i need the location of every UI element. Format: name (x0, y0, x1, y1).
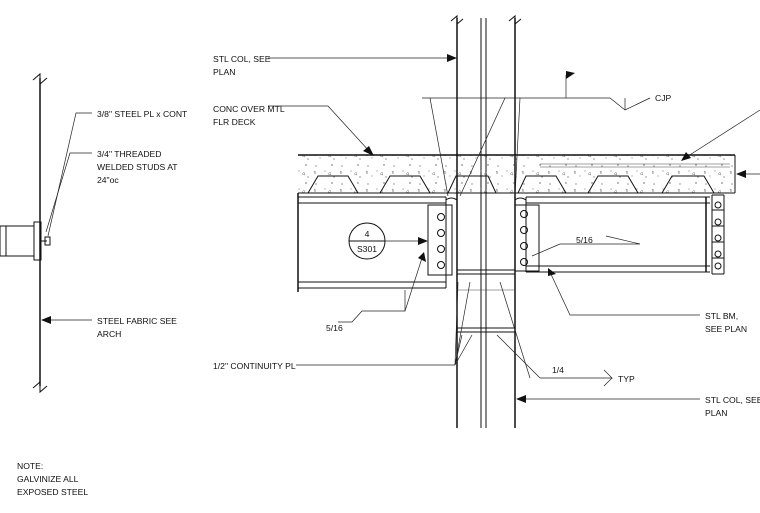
label-stl-col-bottom-1: STL COL, SEE (705, 395, 760, 405)
label-weld-14: 1/4 (552, 365, 564, 375)
label-studs-3: 24"oc (97, 175, 119, 185)
note-heading: NOTE: (17, 461, 43, 471)
label-studs-2: WELDED STUDS AT (97, 162, 178, 172)
wall-section (0, 72, 51, 394)
label-steel-fabric-2: ARCH (97, 329, 121, 339)
leader-lines (41, 54, 760, 403)
label-steel-pl: 3/8" STEEL PL x CONT (97, 109, 188, 119)
note-line-1: GALVINIZE ALL (17, 474, 79, 484)
concrete-slab (298, 154, 736, 194)
note-line-2: EXPOSED STEEL (17, 487, 88, 497)
steel-column (450, 14, 522, 428)
label-studs-1: 3/4" THREADED (97, 149, 162, 159)
continuity-plates (457, 269, 515, 333)
label-stl-col-top-2: PLAN (213, 67, 235, 77)
label-stl-col-top-1: STL COL, SEE (213, 54, 271, 64)
label-stl-col-bottom-2: PLAN (705, 408, 727, 418)
label-stl-bm-1: STL BM, (705, 311, 738, 321)
callout-sheet: S301 (357, 244, 377, 254)
shear-tab-right (514, 197, 540, 272)
label-typ: TYP (618, 374, 635, 384)
label-weld-516-left: 5/16 (326, 323, 343, 333)
label-stl-bm-2: SEE PLAN (705, 324, 747, 334)
label-steel-fabric-1: STEEL FABRIC SEE (97, 316, 177, 326)
steel-beam (297, 193, 725, 292)
callout-number: 4 (365, 229, 370, 239)
label-conc-deck-2: FLR DECK (213, 117, 256, 127)
label-conc-deck-1: CONC OVER MTL (213, 104, 285, 114)
shear-tab-left (427, 197, 458, 288)
label-continuity-pl: 1/2" CONTINUITY PL (213, 361, 296, 371)
label-weld-516-right: 5/16 (576, 235, 593, 245)
annotations: STL COL, SEE PLAN CONC OVER MTL FLR DECK… (17, 54, 760, 497)
label-cjp: CJP (655, 93, 672, 103)
detail-callout: 4 S301 (348, 222, 428, 260)
